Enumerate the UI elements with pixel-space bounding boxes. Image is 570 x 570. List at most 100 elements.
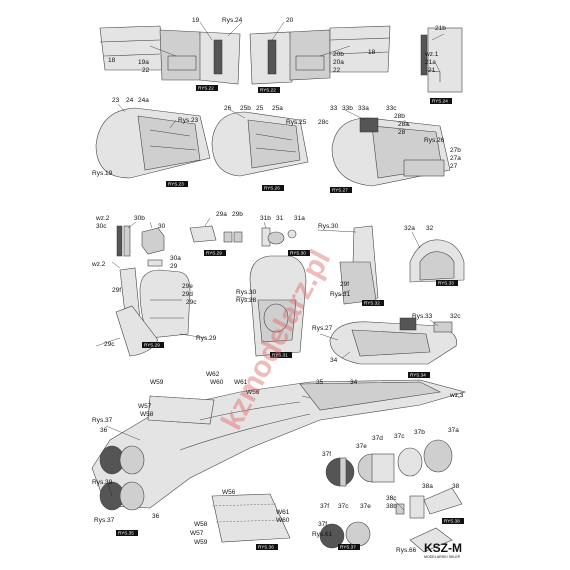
label-w56-b: W56 [222, 489, 236, 496]
tag-rys36: RYS.36 [258, 545, 274, 550]
label-28b: 28b [394, 113, 405, 120]
logo-subtitle: MODELARSKI SKLEP [424, 555, 461, 559]
fig-rys-38 [395, 487, 463, 519]
label-29a: 29a [216, 211, 227, 218]
label-37e: 37e [356, 443, 367, 450]
fig-rys-36 [211, 493, 291, 543]
tag-rys35: RYS.35 [118, 531, 134, 536]
label-rys33: Rys.33 [412, 313, 433, 320]
label-37f-2: 37f [320, 503, 329, 510]
label-38c: 38c [386, 495, 397, 502]
fig-rys-30-seat [249, 255, 307, 357]
fig-rys-37 [319, 439, 453, 549]
label-21b: 21b [435, 25, 446, 32]
label-w59-b: W59 [194, 539, 208, 546]
label-30a: 30a [170, 255, 181, 262]
label-36-b: 36 [152, 513, 160, 520]
label-30b: 30b [134, 215, 145, 222]
label-38b: 38b [386, 503, 397, 510]
label-rys30-a: Rys.30 [318, 223, 339, 230]
label-rys26: Rys.26 [424, 137, 445, 144]
label-26: 26 [224, 105, 232, 112]
fig-rys-66 [409, 527, 453, 553]
label-37e-2: 37e [360, 503, 371, 510]
label-29b: 29b [232, 211, 243, 218]
label-w62: W62 [206, 371, 220, 378]
label-37d: 37d [372, 435, 383, 442]
label-33c: 33c [386, 105, 397, 112]
fig-rys-27 [331, 117, 451, 187]
label-29f: 29f [112, 287, 121, 294]
label-37c: 37c [394, 433, 405, 440]
label-33b: 33b [342, 105, 353, 112]
label-rys39: Rys.39 [92, 479, 113, 486]
label-19a: 19a [138, 59, 149, 66]
fig-rys-35 [91, 379, 467, 511]
label-34: 34 [330, 357, 338, 364]
label-34-b: 34 [350, 379, 358, 386]
label-wz1: wz.1 [424, 51, 439, 58]
label-37c-2: 37c [338, 503, 349, 510]
label-rys61: Rys.61 [312, 531, 333, 538]
label-w60-b: W60 [276, 517, 290, 524]
label-21a: 21a [425, 59, 436, 66]
label-22-left: 22 [142, 67, 150, 74]
label-30: 30 [158, 223, 166, 230]
label-w58-b: W58 [194, 521, 208, 528]
label-31b: 31b [260, 215, 271, 222]
logo: KSZ-M MODELARSKI SKLEP [424, 541, 462, 559]
label-w61: W61 [234, 379, 248, 386]
label-32: 32 [426, 225, 434, 232]
label-37f: 37f [322, 451, 331, 458]
label-wz3: wz.3 [449, 392, 464, 399]
label-30c: 30c [96, 223, 107, 230]
label-25a: 25a [272, 105, 283, 112]
tag-rys34: RYS.34 [410, 373, 426, 378]
label-w57: W57 [138, 403, 152, 410]
label-w61-b: W61 [276, 509, 290, 516]
label-35: 35 [316, 379, 324, 386]
tag-rys22-right: RYS.22 [260, 88, 276, 93]
tag-rys29-small: RYS.29 [206, 251, 222, 256]
fig-rys-22-left [99, 25, 241, 85]
tag-rys27: RYS.27 [332, 188, 348, 193]
label-29: 29 [170, 263, 178, 270]
label-24a: 24a [138, 97, 149, 104]
label-37a: 37a [448, 427, 459, 434]
label-w57-b: W57 [190, 530, 204, 537]
label-29c: 29c [186, 299, 197, 306]
label-31: 31 [276, 215, 284, 222]
fig-rys-23 [95, 107, 211, 179]
label-rys37-b: Rys.37 [94, 517, 115, 524]
tag-rys24: RYS.24 [432, 99, 448, 104]
label-w60: W60 [210, 379, 224, 386]
label-28a: 28a [398, 121, 409, 128]
label-w58: W58 [140, 411, 154, 418]
label-33a: 33a [358, 105, 369, 112]
label-rys23: Rys.23 [178, 117, 199, 124]
label-33: 33 [330, 105, 338, 112]
label-38: 38 [452, 483, 460, 490]
tag-rys26: RYS.26 [264, 186, 280, 191]
label-37b: 37b [414, 429, 425, 436]
fig-rys-22-right [249, 25, 391, 85]
label-25b: 25b [240, 105, 251, 112]
label-32c: 32c [450, 313, 461, 320]
label-29c-2: 29c [104, 341, 115, 348]
tag-rys32: RYS.32 [364, 301, 380, 306]
fig-rys-33 [409, 239, 465, 283]
logo-brand: KSZ-M [424, 541, 462, 555]
label-rys27: Rys.27 [312, 325, 333, 332]
fig-rys-31-seat [339, 225, 379, 305]
tag-rys33: RYS.33 [438, 281, 454, 286]
leader-lines [95, 21, 461, 511]
tag-rys31: RYS.31 [272, 353, 288, 358]
label-rys37: Rys.37 [92, 417, 113, 424]
label-32a: 32a [404, 225, 415, 232]
label-wz2b: wz.2 [91, 261, 106, 268]
label-rys24: Rys.24 [222, 17, 243, 24]
label-24: 24 [126, 97, 134, 104]
part-labels: 19 Rys.24 20 18 19a 22 20b 20a 22 18 21b… [91, 17, 464, 554]
fig-rys-34 [329, 317, 457, 365]
